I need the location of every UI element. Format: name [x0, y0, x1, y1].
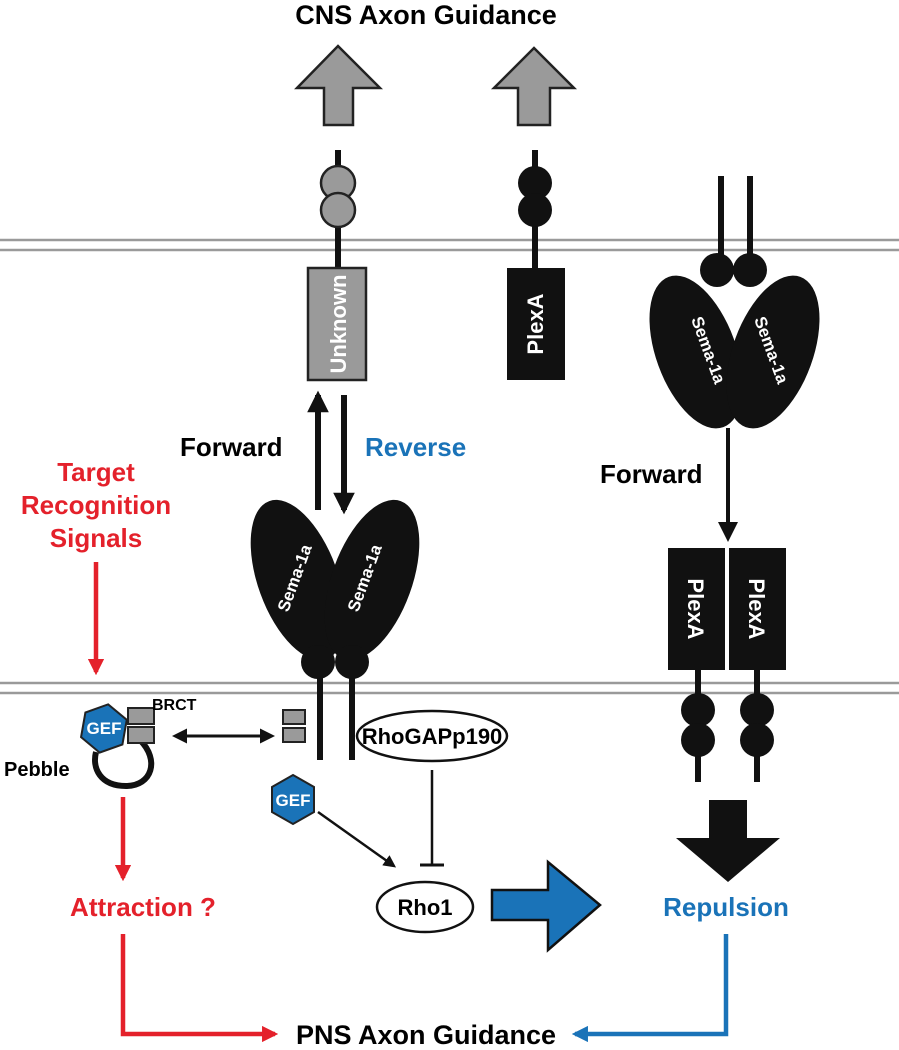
reverse-label: Reverse — [365, 432, 466, 462]
sema-dimer-right: Sema-1a Sema-1a — [649, 176, 820, 429]
rho1-label: Rho1 — [398, 895, 453, 920]
rho1-to-repulsion-arrow-icon — [490, 859, 602, 953]
sema-dimer-middle: Sema-1a Sema-1a — [250, 499, 420, 760]
title: CNS Axon Guidance — [295, 0, 557, 30]
sema-gef-icon — [271, 773, 315, 826]
plexa-dimer: PlexA PlexA — [668, 548, 786, 782]
plexa-dimer-1-label: PlexA — [683, 578, 708, 639]
repulsion-label: Repulsion — [663, 892, 789, 922]
pebble-gef-label: GEF — [87, 719, 122, 738]
rhogap-oval — [355, 709, 509, 763]
plexa-dimer-2-label: PlexA — [744, 578, 769, 639]
target-line3: Signals — [50, 523, 142, 553]
gef-to-rho1-arrow — [317, 810, 397, 868]
attraction-to-pns-arrow — [120, 934, 279, 1043]
lower-membrane — [0, 681, 899, 695]
plexa-top: PlexA — [507, 150, 565, 380]
pns-axon-guidance-label: PNS Axon Guidance — [296, 1020, 556, 1050]
target-line1: Target — [57, 457, 135, 487]
plexa-top-label: PlexA — [523, 293, 548, 354]
rhogap-label: RhoGAPp190 — [362, 724, 503, 749]
unknown-receptor: Unknown — [306, 150, 368, 382]
sema-gef-label: GEF — [276, 791, 311, 810]
brct-label: BRCT — [152, 697, 197, 714]
repulsion-down-arrow-icon — [676, 800, 780, 882]
cns-arrow-left-icon — [294, 44, 384, 127]
rho1-oval — [375, 880, 475, 934]
cns-arrow-right-icon — [490, 46, 578, 127]
target-line2: Recognition — [21, 490, 171, 520]
pebble-label: Pebble — [4, 759, 70, 781]
upper-membrane — [0, 238, 899, 252]
attraction-label: Attraction ? — [70, 892, 216, 922]
repulsion-to-pns-arrow — [571, 934, 729, 1043]
pebble-protein: GEF — [79, 703, 155, 790]
rhogap-inhibition — [420, 770, 444, 867]
unknown-label: Unknown — [326, 275, 351, 374]
forward-right-label: Forward — [600, 459, 703, 489]
forward-middle-label: Forward — [180, 432, 283, 462]
pebble-gef-icon — [79, 703, 128, 754]
